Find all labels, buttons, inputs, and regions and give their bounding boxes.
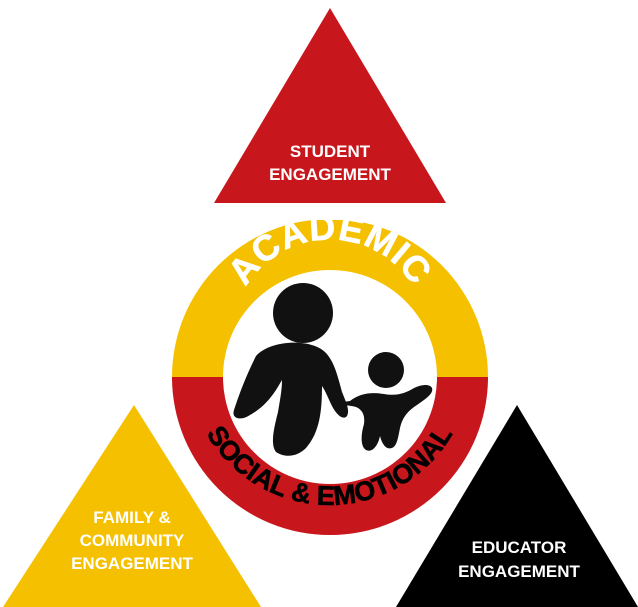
student-label-line1: STUDENT [290,142,371,161]
child-head [368,352,404,388]
family-triangle-shape [3,405,261,607]
student-engagement-triangle: STUDENT ENGAGEMENT [214,8,446,203]
adult-body [233,342,349,456]
educator-triangle-shape [396,405,638,607]
family-label-line2: COMMUNITY [80,531,185,550]
educator-label-line1: EDUCATOR [472,538,567,557]
adult-head [273,283,333,343]
adult-figure-icon [233,283,349,456]
student-label-line2: ENGAGEMENT [269,165,391,184]
educator-label-line2: ENGAGEMENT [458,562,580,581]
family-community-engagement-triangle: FAMILY & COMMUNITY ENGAGEMENT [3,405,261,607]
child-figure-icon [342,352,433,451]
educator-engagement-triangle: EDUCATOR ENGAGEMENT [396,405,638,607]
family-label-line1: FAMILY & [93,508,170,527]
child-body [342,385,433,451]
student-triangle-shape [214,8,446,203]
family-label-line3: ENGAGEMENT [71,554,193,573]
